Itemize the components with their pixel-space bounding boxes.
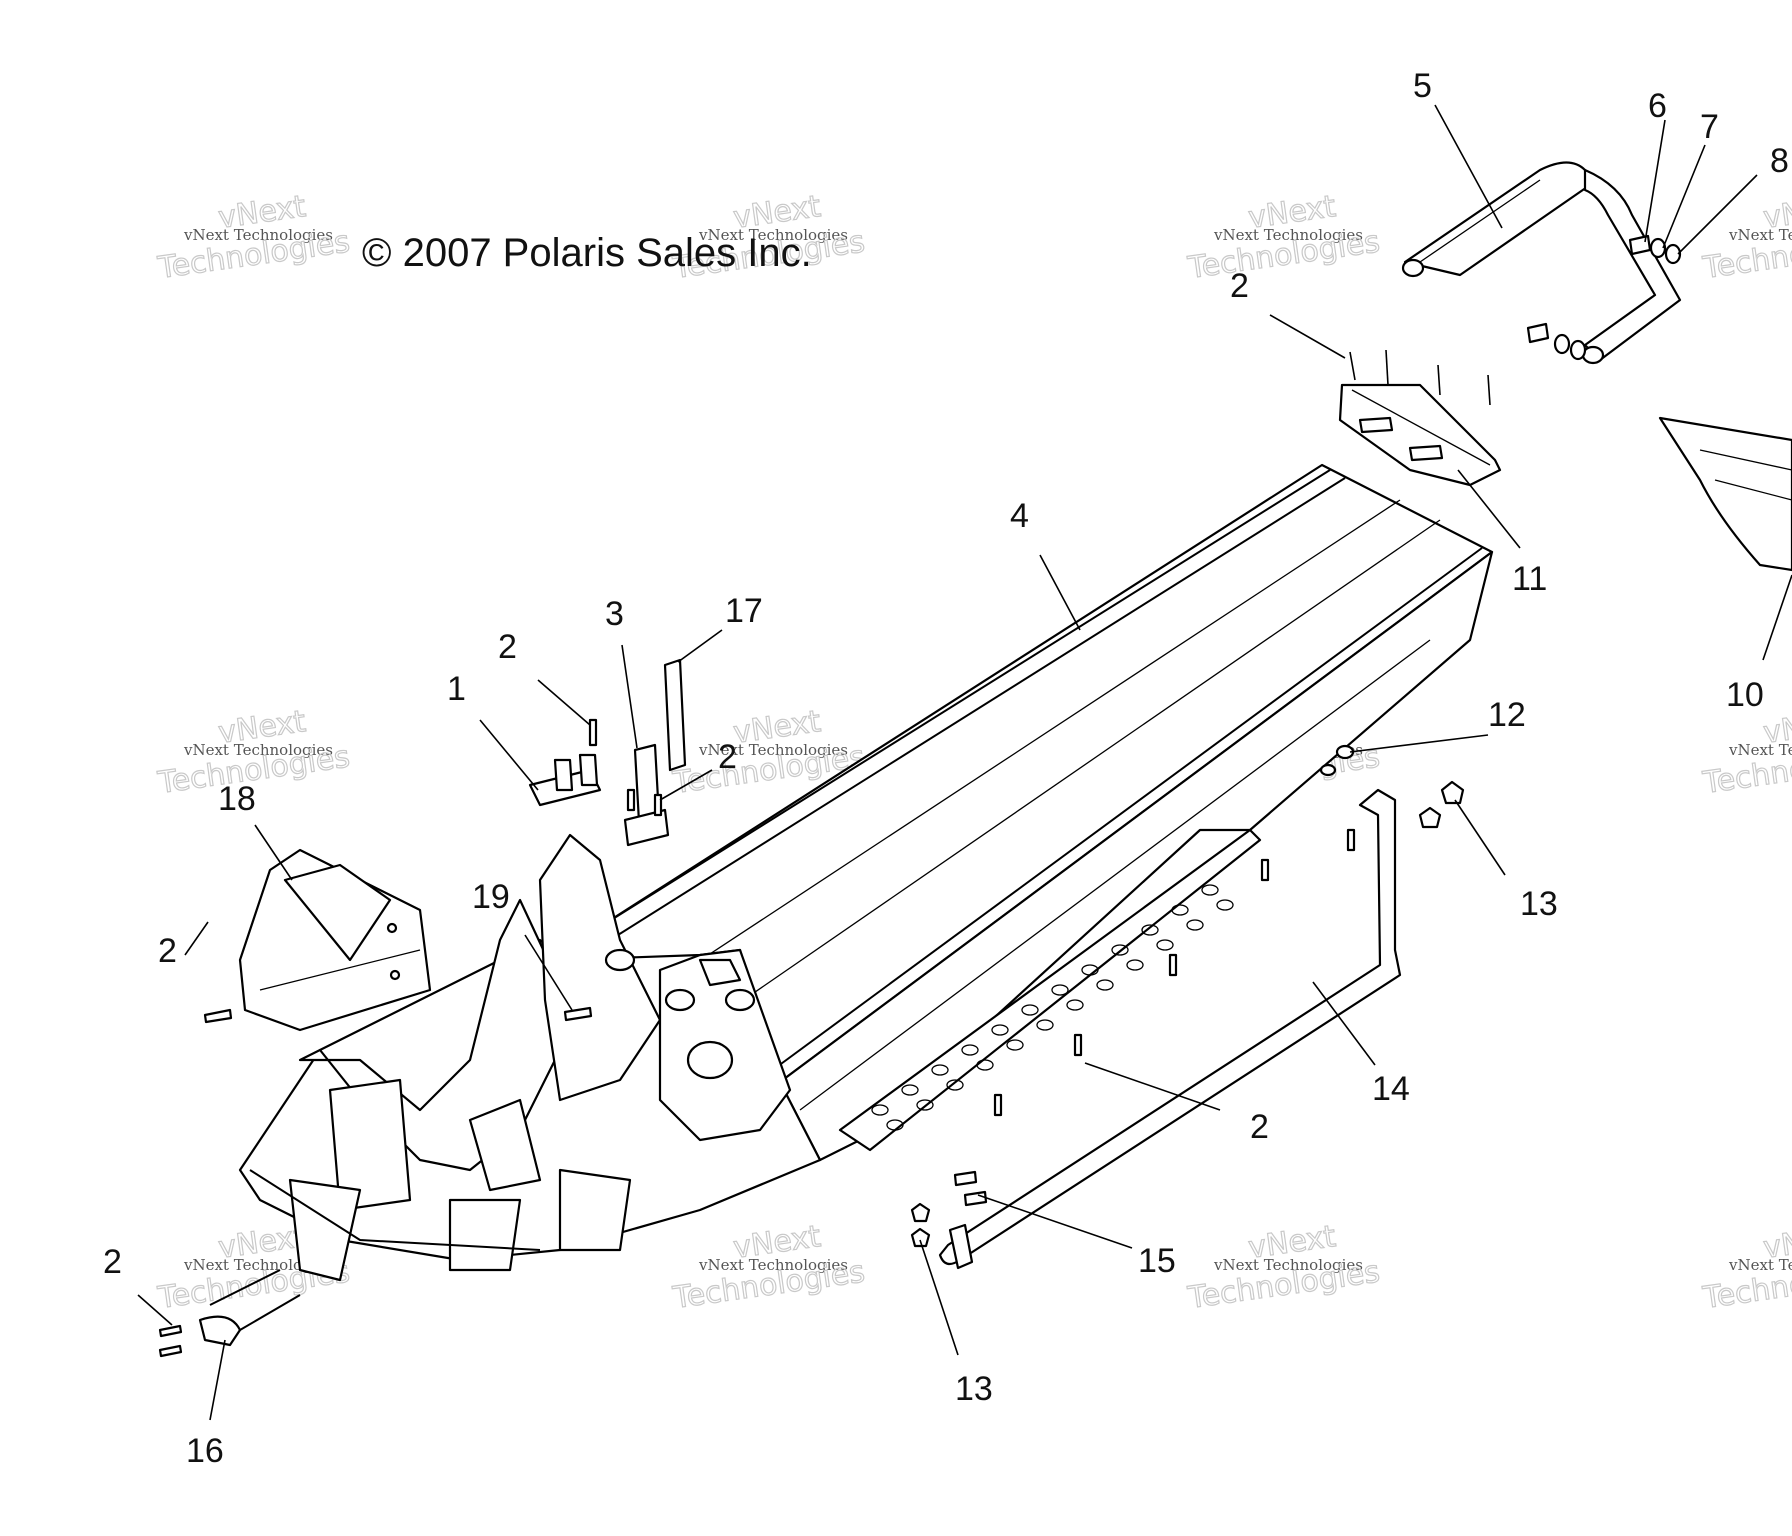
watermark: vNext Technologies vNext Technologies bbox=[1700, 703, 1792, 801]
callout-2-rear: 2 bbox=[1230, 267, 1249, 305]
callout-8: 8 bbox=[1770, 142, 1789, 180]
svg-text:vNext Technologies: vNext Technologies bbox=[183, 1256, 333, 1274]
callout-3: 3 bbox=[605, 595, 624, 633]
front-bumper-part-16 bbox=[198, 1269, 301, 1347]
callout-14: 14 bbox=[1372, 1070, 1410, 1108]
callout-10: 10 bbox=[1726, 676, 1764, 714]
callout-1: 1 bbox=[447, 670, 466, 708]
svg-text:vNext: vNext bbox=[1761, 1219, 1792, 1266]
side-bumper-part-14 bbox=[938, 788, 1402, 1270]
callout-18: 18 bbox=[218, 780, 256, 818]
watermark: vNext Technologies vNext Technologies bbox=[1185, 188, 1383, 286]
rear-plate-part-11 bbox=[1338, 349, 1502, 487]
watermark: vNext Technologies vNext Technologies bbox=[1185, 1218, 1383, 1316]
callout-2-front-bracket: 2 bbox=[158, 932, 177, 970]
callout-2-side: 2 bbox=[1250, 1108, 1269, 1146]
callout-19: 19 bbox=[472, 878, 510, 916]
svg-text:vNext: vNext bbox=[1761, 704, 1792, 751]
svg-text:vNext Technologies: vNext Technologies bbox=[698, 226, 848, 244]
callout-2-bracket: 2 bbox=[498, 628, 517, 666]
leader-lines bbox=[137, 104, 1792, 1421]
copyright-text: © 2007 Polaris Sales Inc. bbox=[362, 231, 812, 275]
callout-17: 17 bbox=[725, 592, 763, 630]
svg-text:vNext Technologies: vNext Technologies bbox=[1213, 1256, 1363, 1274]
callout-16: 16 bbox=[186, 1432, 224, 1470]
callout-2-strap: 2 bbox=[718, 738, 737, 776]
watermark: vNext Technologies vNext Technologies bbox=[670, 188, 868, 286]
strap-part-3 bbox=[623, 743, 670, 847]
svg-text:vNext Technologies: vNext Technologies bbox=[1213, 226, 1363, 244]
callout-4: 4 bbox=[1010, 497, 1029, 535]
front-chassis bbox=[238, 833, 822, 1282]
callout-11: 11 bbox=[1512, 560, 1547, 598]
callout-2-front: 2 bbox=[103, 1243, 122, 1281]
callout-13-upper: 13 bbox=[1520, 885, 1558, 923]
callout-6: 6 bbox=[1648, 87, 1667, 125]
tunnel-part-4 bbox=[546, 463, 1494, 1162]
watermark: vNext Technologies vNext Technologies bbox=[670, 1218, 868, 1316]
svg-text:vNext Technologies: vNext Technologies bbox=[183, 741, 333, 759]
callout-12: 12 bbox=[1488, 696, 1526, 734]
callout-15: 15 bbox=[1138, 1242, 1176, 1280]
svg-text:vNext Technologies: vNext Technologies bbox=[1728, 226, 1792, 244]
snowflap-part-10 bbox=[1658, 416, 1792, 572]
svg-text:vNext Technologies: vNext Technologies bbox=[1728, 1256, 1792, 1274]
svg-text:vNext Technologies: vNext Technologies bbox=[698, 741, 848, 759]
svg-text:vNext Technologies: vNext Technologies bbox=[1728, 741, 1792, 759]
callout-5: 5 bbox=[1413, 67, 1432, 105]
callout-7: 7 bbox=[1700, 108, 1719, 146]
watermark: vNext Technologies vNext Technologies bbox=[155, 188, 353, 286]
svg-text:vNext: vNext bbox=[1761, 189, 1792, 236]
svg-text:vNext Technologies: vNext Technologies bbox=[698, 1256, 848, 1274]
bracket-part-18 bbox=[238, 848, 432, 1032]
fasteners bbox=[158, 718, 1465, 1358]
running-board-holes bbox=[871, 884, 1234, 1131]
bracket-part-1 bbox=[528, 753, 602, 807]
callouts: 5 6 7 8 2 11 10 4 3 17 2 1 2 19 18 2 12 … bbox=[103, 67, 1789, 1470]
svg-text:vNext Technologies: vNext Technologies bbox=[183, 226, 333, 244]
callout-13-lower: 13 bbox=[955, 1370, 993, 1408]
watermark: vNext Technologies vNext Technologies bbox=[1700, 1218, 1792, 1316]
watermark: vNext Technologies vNext Technologies bbox=[1700, 188, 1792, 286]
strap-part-17 bbox=[663, 658, 687, 772]
hardware-parts-6-7-8 bbox=[1526, 234, 1682, 361]
